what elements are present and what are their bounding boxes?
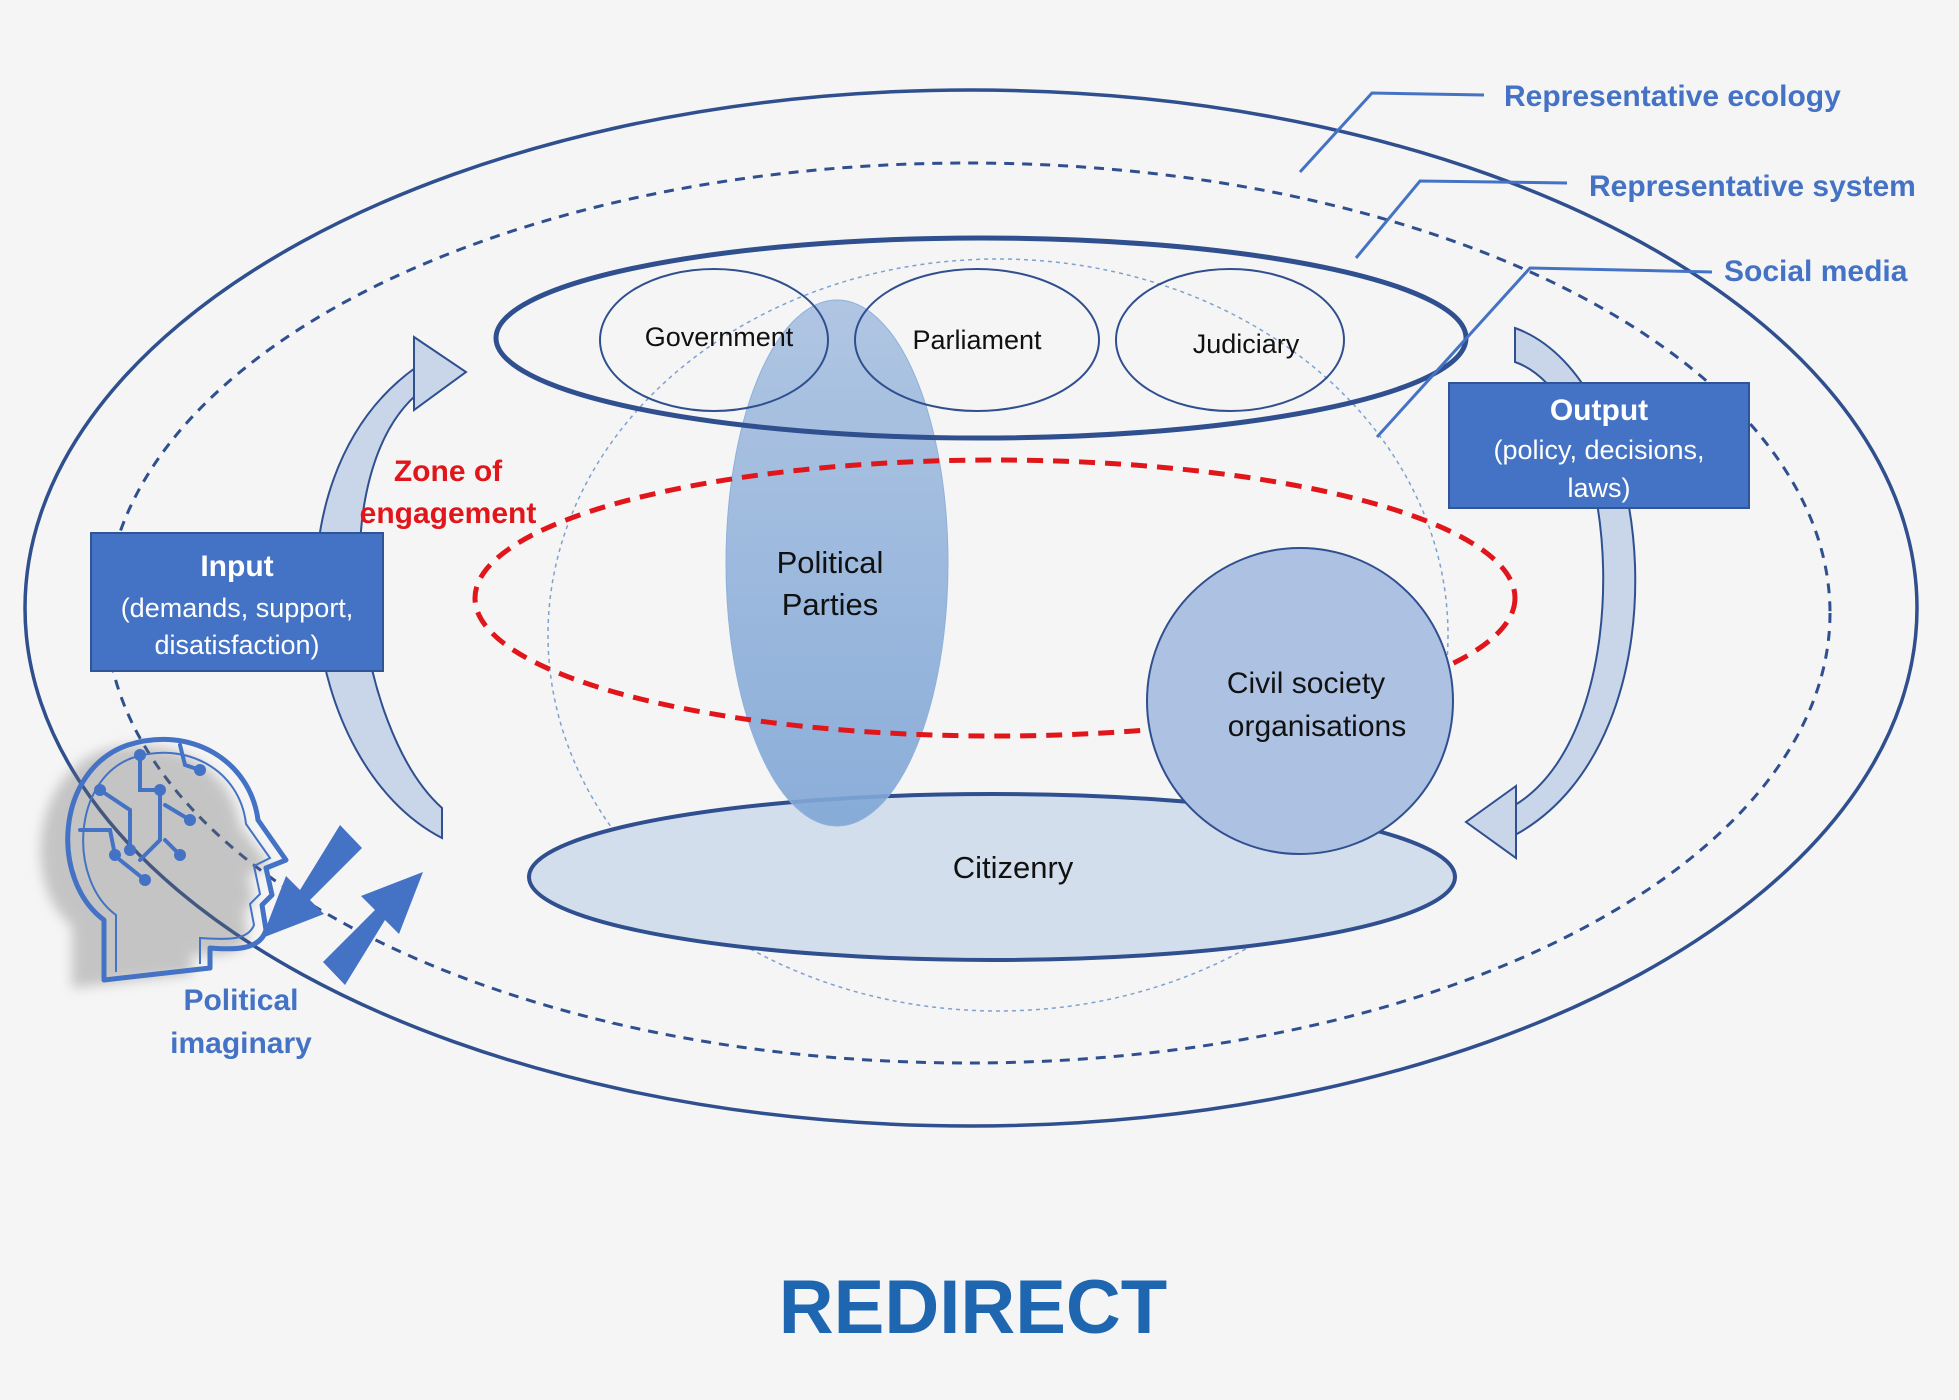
civil-society-circle xyxy=(1146,547,1454,855)
input-box xyxy=(90,532,384,672)
political-imaginary-line2: imaginary xyxy=(170,1027,312,1060)
political-parties-line1: Political xyxy=(777,545,884,580)
arrow-up-right xyxy=(323,872,423,985)
input-line2: disatisfaction) xyxy=(154,630,319,660)
input-title: Input xyxy=(200,550,273,583)
political-imaginary-line1: Political xyxy=(183,984,298,1017)
citizenry-label: Citizenry xyxy=(953,850,1074,885)
government-ellipse xyxy=(599,268,829,412)
government-label: Government xyxy=(645,322,794,352)
judiciary-label: Judiciary xyxy=(1193,329,1300,359)
zone-of-engagement-line2: engagement xyxy=(360,497,537,530)
parliament-label: Parliament xyxy=(912,325,1042,355)
civil-society-line1: Civil society xyxy=(1227,667,1385,700)
zone-of-engagement-line1: Zone of xyxy=(394,455,503,488)
callout-leader-lines xyxy=(1298,91,1713,439)
input-line1: (demands, support, xyxy=(121,593,354,623)
footer-title: REDIRECT xyxy=(779,1265,1167,1350)
callout-social-media: Social media xyxy=(1724,255,1908,288)
callout-representative-ecology: Representative ecology xyxy=(1504,80,1841,113)
political-parties-line2: Parties xyxy=(782,587,878,622)
output-title: Output xyxy=(1550,394,1648,427)
head-circuit-icon xyxy=(40,736,289,988)
representative-ecology-ellipse xyxy=(23,88,1919,1128)
output-line2: laws) xyxy=(1567,473,1630,503)
output-box xyxy=(1448,382,1750,509)
civil-society-line2: organisations xyxy=(1228,710,1406,743)
input-curved-arrow xyxy=(314,335,468,840)
output-line1: (policy, decisions, xyxy=(1493,435,1704,465)
callout-representative-system: Representative system xyxy=(1589,170,1916,203)
zone-of-engagement-ellipse xyxy=(472,457,1518,739)
parliament-ellipse xyxy=(854,268,1100,412)
citizenry-ellipse xyxy=(527,792,1457,962)
judiciary-ellipse xyxy=(1115,268,1345,412)
exchange-arrows xyxy=(262,825,423,985)
social-media-circle xyxy=(547,258,1449,1012)
arrow-down-left xyxy=(262,825,362,938)
